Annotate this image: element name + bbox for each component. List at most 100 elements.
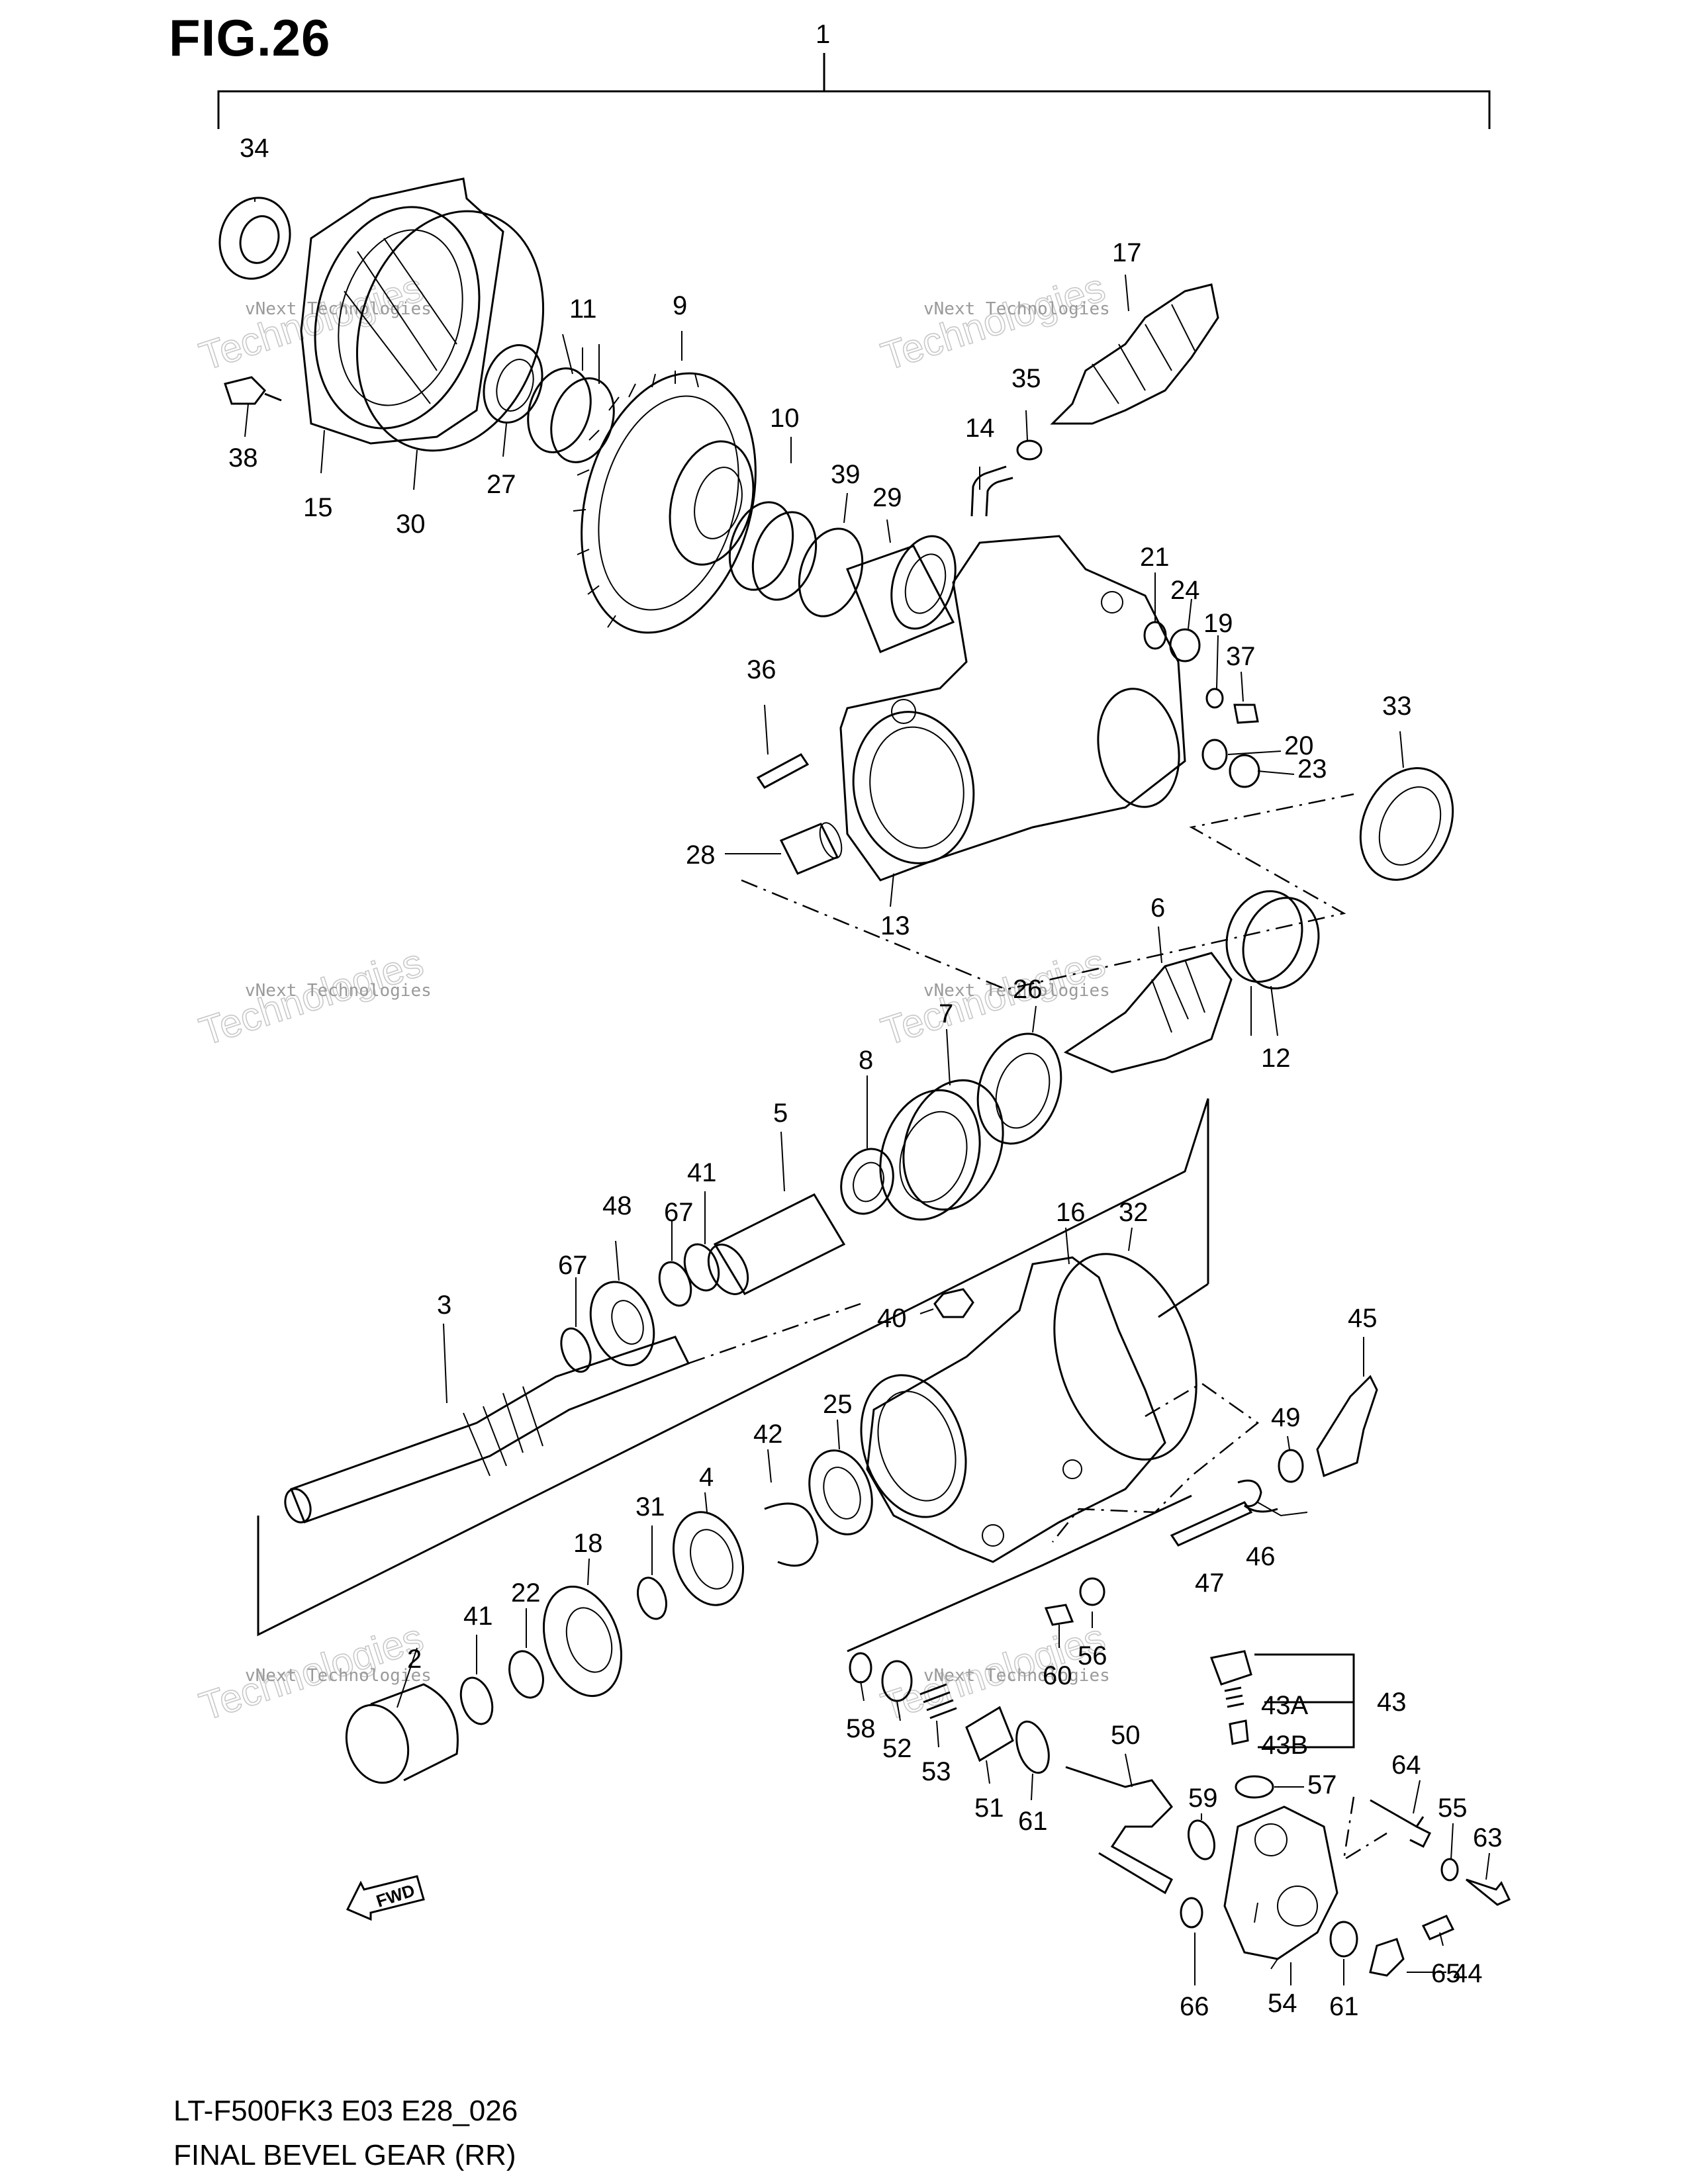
watermark-2: Technologies vNext Technologies <box>876 265 1111 380</box>
part-47-pin <box>1170 1501 1253 1547</box>
callout-53: 53 <box>921 1757 951 1786</box>
callout-43: 43 <box>1377 1688 1407 1717</box>
part-49-bushing <box>1278 1449 1304 1483</box>
callout-27: 27 <box>487 470 516 499</box>
part-43a-spring <box>1224 1686 1244 1708</box>
watermark-3: Technologies vNext Technologies <box>194 940 432 1055</box>
callout-6: 6 <box>1150 893 1165 923</box>
part-5-spacer-tube <box>707 1193 846 1295</box>
part-4-oil-seal <box>672 1511 745 1606</box>
callout-13: 13 <box>880 911 910 940</box>
callout-67b: 67 <box>558 1251 588 1280</box>
watermark-large-text: Technologies <box>194 265 428 379</box>
diagram-name: FINAL BEVEL GEAR (RR) <box>173 2139 516 2171</box>
part-53-spring <box>919 1683 957 1719</box>
bracket-43 <box>1254 1653 1355 1749</box>
part-33-oil-seal <box>1359 767 1454 881</box>
part-20-washer <box>1201 739 1228 770</box>
lower-bracket-line <box>847 1494 1192 1653</box>
callout-19: 19 <box>1203 609 1233 638</box>
watermark-small-text: vNext Technologies <box>245 981 432 1001</box>
model-code: LT-F500FK3 E03 E28_026 <box>173 2095 518 2127</box>
callout-23: 23 <box>1297 754 1327 784</box>
callout-60: 60 <box>1043 1661 1072 1690</box>
part-65-bolt <box>1421 1915 1455 1940</box>
part-41-circlip <box>683 1243 720 1292</box>
callout-22: 22 <box>511 1578 541 1608</box>
part-21-plug <box>1143 621 1167 650</box>
callout-52: 52 <box>882 1734 912 1763</box>
part-14-breather-hose <box>970 465 1013 517</box>
callout-34: 34 <box>240 134 269 163</box>
part-51-cam <box>965 1706 1014 1762</box>
callout-16: 16 <box>1056 1198 1086 1227</box>
figure-title: FIG.26 <box>169 9 331 67</box>
watermark-small-text: vNext Technologies <box>245 1666 432 1686</box>
callout-20: 20 <box>1284 731 1314 760</box>
part-43-switch <box>1209 1650 1252 1686</box>
callout-33: 33 <box>1382 692 1412 721</box>
callout-36: 36 <box>747 655 776 684</box>
callout-61: 61 <box>1018 1807 1048 1836</box>
part-2-joint <box>345 1683 459 1784</box>
callout-54: 54 <box>1268 1989 1297 2018</box>
part-8-spacer <box>840 1148 894 1215</box>
callout-11: 11 <box>569 295 597 324</box>
part-56-washer <box>1079 1577 1105 1606</box>
callout-18: 18 <box>573 1529 603 1558</box>
part-16-housing <box>860 1256 1166 1563</box>
callout-59: 59 <box>1188 1784 1218 1813</box>
callout-30: 30 <box>396 510 426 539</box>
part-43b-pin <box>1229 1719 1249 1745</box>
assembly-bracket <box>217 53 1491 129</box>
callout-43a: 43A <box>1261 1691 1308 1720</box>
callout-5: 5 <box>773 1099 788 1128</box>
watermark-5: Technologies vNext Technologies <box>194 1615 432 1730</box>
callout-46: 46 <box>1246 1542 1276 1571</box>
part-22-washer <box>508 1650 544 1699</box>
callout-43b: 43B <box>1261 1731 1308 1760</box>
part-55-washer <box>1440 1858 1459 1882</box>
callout-3: 3 <box>437 1291 451 1320</box>
callout-28: 28 <box>686 841 716 870</box>
callout-labels: 1 2 3 4 5 6 7 8 9 10 11 12 13 14 15 16 1… <box>228 20 1503 2021</box>
watermark-small-text: vNext Technologies <box>923 1666 1110 1686</box>
part-27-bearing <box>483 343 543 424</box>
callout-24: 24 <box>1170 576 1200 605</box>
part-9-ring-gear <box>573 371 757 634</box>
part-66-pin <box>1180 1897 1203 1929</box>
part-29-bearing <box>846 535 957 653</box>
callout-67: 67 <box>664 1198 694 1227</box>
callout-51: 51 <box>974 1794 1004 1823</box>
callout-31: 31 <box>635 1492 665 1522</box>
part-61-seal <box>1015 1720 1050 1774</box>
callout-42: 42 <box>753 1420 783 1449</box>
part-57-o-ring <box>1235 1775 1274 1799</box>
part-19-washer <box>1205 688 1224 709</box>
part-35-clamp <box>1016 439 1043 461</box>
watermark-small-text: vNext Technologies <box>923 981 1110 1001</box>
part-50-shift-shaft <box>1065 1766 1173 1895</box>
watermark-1: Technologies vNext Technologies <box>194 265 432 380</box>
callout-66: 66 <box>1180 1992 1209 2021</box>
part-67-circlip-2 <box>658 1261 692 1307</box>
callout-63: 63 <box>1473 1823 1503 1852</box>
part-10-shims <box>728 501 818 601</box>
callout-12: 12 <box>1261 1044 1291 1073</box>
housing-outline <box>1052 1382 1260 1543</box>
part-36-stud <box>756 753 810 789</box>
part-23-plug <box>1229 754 1260 788</box>
callout-40: 40 <box>877 1304 907 1333</box>
shaft-bracket <box>257 1098 1209 1637</box>
part-18-cover <box>542 1585 623 1698</box>
callout-48: 48 <box>602 1191 632 1220</box>
leader-lines <box>244 199 1490 1985</box>
callout-65: 65 <box>1431 1959 1461 1988</box>
callout-1: 1 <box>816 20 830 49</box>
part-32-gasket <box>1053 1253 1197 1461</box>
callout-17: 17 <box>1112 238 1142 267</box>
callout-41b: 41 <box>463 1602 493 1631</box>
part-40-nut <box>933 1288 974 1318</box>
part-46-spring <box>1237 1479 1278 1513</box>
